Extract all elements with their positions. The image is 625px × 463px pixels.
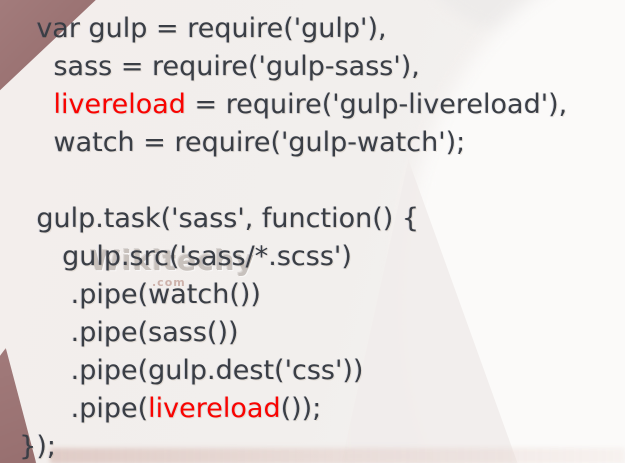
code-line: .pipe(gulp.dest('css')) [2,352,625,390]
code-line: livereload = require('gulp-livereload'), [2,86,625,124]
code-text: gulp.task('sass', function() { [2,203,420,234]
code-line: gulp.src('sass/*.scss') [2,238,625,276]
highlighted-token: livereload [53,89,186,120]
code-text: .pipe(watch()) [2,279,261,310]
code-text: ()); [280,393,322,424]
code-text: .pipe(sass()) [2,317,239,348]
code-line: var gulp = require('gulp'), [2,10,625,48]
code-text: var gulp = require('gulp'), [2,13,387,44]
code-line: .pipe(watch()) [2,276,625,314]
code-text [2,89,54,120]
code-block: var gulp = require('gulp'), sass = requi… [2,10,625,463]
code-text: gulp.src('sass/*.scss') [2,241,352,272]
code-line: }); [2,428,625,463]
code-text: sass = require('gulp-sass'), [2,51,420,82]
code-text: watch = require('gulp-watch'); [2,127,466,158]
highlighted-token: livereload [148,393,281,424]
code-text: = require('gulp-livereload'), [185,89,568,120]
code-text: .pipe(gulp.dest('css')) [2,355,364,386]
watermark-domain-text: .com [152,276,186,289]
code-line [2,162,625,200]
code-line: .pipe(livereload()); [2,390,625,428]
watermark-brand-text: Wikitechy [90,244,255,277]
code-line: .pipe(sass()) [2,314,625,352]
code-line: gulp.task('sass', function() { [2,200,625,238]
watermark: Wikitechy .com [90,244,255,289]
code-line: sass = require('gulp-sass'), [2,48,625,86]
code-text: }); [2,431,56,462]
code-line: watch = require('gulp-watch'); [2,124,625,162]
code-text: .pipe( [2,393,149,424]
